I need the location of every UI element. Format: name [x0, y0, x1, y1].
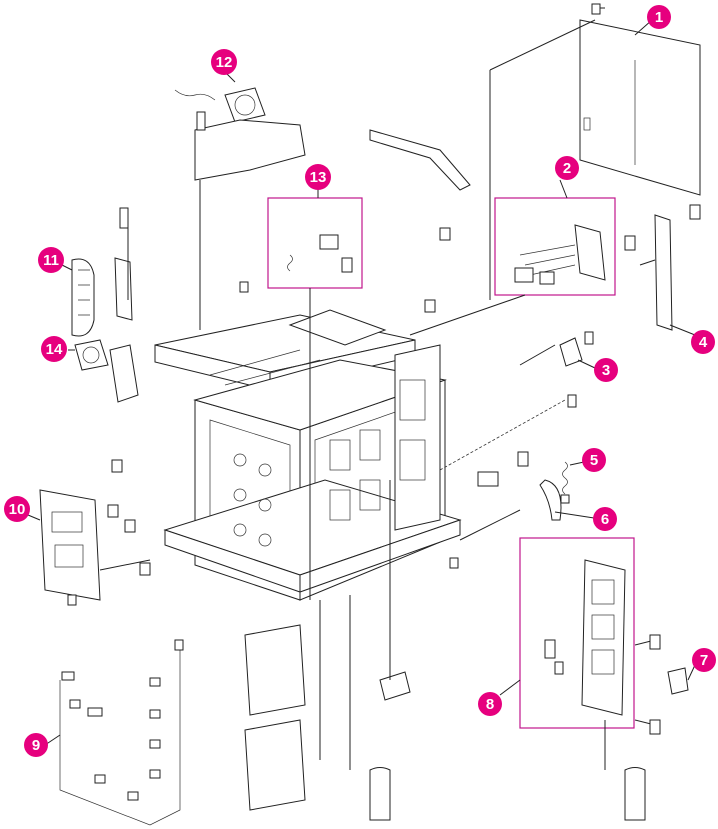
callout-14: 14	[41, 336, 75, 362]
callout-8: 8	[478, 680, 520, 716]
callout-6: 6	[555, 507, 617, 531]
part-10-pcb	[40, 490, 150, 605]
callout-2: 2	[555, 156, 579, 198]
callout-7: 7	[688, 648, 716, 680]
callout-1-label: 1	[655, 9, 663, 26]
part-8-board-assembly	[520, 538, 660, 770]
part-2-switch-assembly	[495, 198, 635, 295]
callout-9-label: 9	[32, 737, 40, 754]
part-4-rail	[640, 205, 700, 330]
part-3-bracket	[520, 332, 593, 366]
part-7-clip	[668, 668, 688, 694]
callout-2-label: 2	[563, 160, 571, 177]
callout-3-label: 3	[602, 362, 610, 379]
callout-14-label: 14	[46, 341, 63, 358]
part-9-wire-harness	[60, 640, 183, 825]
callout-5-label: 5	[590, 452, 598, 469]
callout-4-label: 4	[699, 334, 708, 351]
callout-13: 13	[305, 164, 331, 198]
part-6-lever	[540, 480, 561, 520]
callout-12-label: 12	[216, 54, 233, 71]
callout-10: 10	[4, 496, 40, 522]
callout-7-label: 7	[700, 652, 708, 669]
callout-11: 11	[38, 247, 72, 273]
callout-12: 12	[211, 49, 237, 82]
part-11-duct	[72, 259, 94, 336]
callout-10-label: 10	[9, 501, 26, 518]
callout-11-label: 11	[43, 252, 59, 269]
main-chassis	[155, 310, 460, 600]
callout-9: 9	[24, 733, 60, 757]
callout-13-label: 13	[310, 169, 327, 186]
callout-6-label: 6	[601, 511, 609, 528]
part-12-fan-assembly	[175, 88, 305, 330]
part-5-spring	[561, 462, 569, 503]
callout-3: 3	[578, 358, 618, 382]
callout-5: 5	[570, 448, 606, 472]
callout-8-label: 8	[486, 696, 494, 713]
part-14-fan	[75, 340, 138, 402]
callout-1: 1	[635, 5, 671, 35]
callout-4: 4	[670, 325, 715, 354]
